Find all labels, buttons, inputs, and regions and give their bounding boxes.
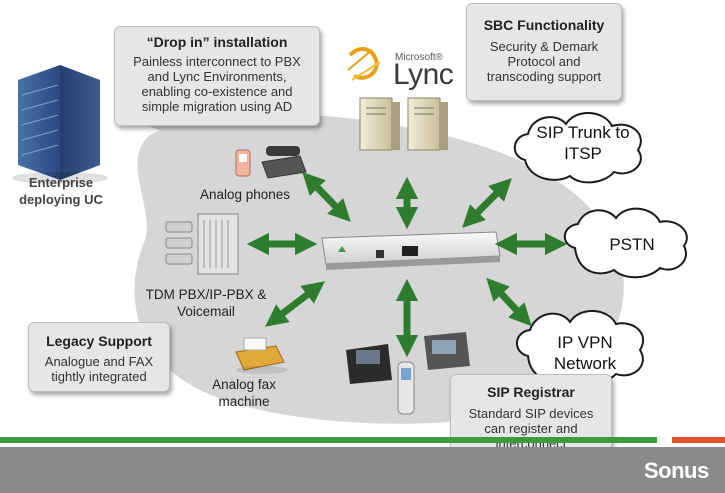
analog-phone-icon: [235, 146, 307, 179]
label-line: Enterprise: [28, 175, 94, 190]
label-line: TDM PBX/IP-PBX &: [145, 287, 267, 302]
label-line: deploying UC: [19, 192, 103, 207]
footer-stripe-green: [0, 437, 657, 443]
callout-legacy: Legacy Support Analogue and FAX tightly …: [28, 322, 170, 392]
footer-stripe-orange: [672, 437, 725, 443]
sonus-sbc-appliance: [321, 231, 501, 270]
callout-line: tightly integrated: [51, 369, 147, 384]
fax-machine-icon: [235, 337, 288, 374]
cloud-label-sip-trunk: SIP Trunk to ITSP: [526, 122, 640, 164]
arrow-analog-phones: [302, 171, 351, 223]
label-analog-phones: Analog phones: [199, 187, 291, 202]
lync-logo-icon: [347, 47, 381, 81]
callout-line: Security & Demark: [489, 39, 599, 54]
footer-bar: [0, 447, 725, 493]
cloud-label-pstn: PSTN: [580, 234, 684, 255]
label-enterprise: Enterprise deploying UC: [6, 174, 116, 208]
cloud-line: IP VPN: [557, 333, 613, 352]
pbx-rack-icon: [197, 213, 239, 275]
cloud-pstn: [563, 207, 688, 279]
label-line: Analog fax: [212, 377, 276, 392]
callout-title: Legacy Support: [46, 333, 152, 349]
label-analog-fax: Analog fax machine: [204, 376, 284, 410]
callout-line: and Lync Environments,: [147, 69, 287, 84]
callout-line: Protocol and: [507, 54, 581, 69]
label-tdm-pbx: TDM PBX/IP-PBX & Voicemail: [138, 286, 274, 320]
cloud-label-ip-vpn: IP VPN Network: [530, 332, 640, 374]
callout-line: Analogue and FAX: [44, 354, 154, 369]
cloud-sip-trunk: [513, 111, 642, 184]
callout-line: simple migration using AD: [141, 99, 293, 114]
callout-line: Painless interconnect to PBX: [133, 54, 301, 69]
label-line: Voicemail: [177, 304, 235, 319]
cloud-line: SIP Trunk to: [536, 123, 630, 142]
arrow-fax: [265, 281, 325, 327]
lync-wordmark: Lync: [393, 58, 454, 91]
callout-line: Standard SIP devices: [468, 406, 594, 421]
callout-dropin: “Drop in” installation Painless intercon…: [114, 26, 320, 126]
arrow-ip-vpn: [486, 277, 532, 327]
callout-sbc: SBC Functionality Security & Demark Prot…: [466, 3, 622, 101]
callout-line: transcoding support: [486, 69, 602, 84]
callout-registrar: SIP Registrar Standard SIP devices can r…: [450, 374, 612, 460]
callout-title: SBC Functionality: [483, 17, 605, 33]
callout-title: “Drop in” installation: [146, 34, 288, 50]
label-line: machine: [218, 394, 270, 409]
connection-arrows: [246, 171, 568, 358]
callout-line: enabling co-existence and: [141, 84, 293, 99]
callout-title: SIP Registrar: [487, 384, 575, 400]
dropin-callout-tail: [130, 118, 230, 160]
sonus-wordmark: Sonus: [644, 458, 709, 483]
desk-phone-stack-icon: [165, 221, 193, 265]
cloud-line: PSTN: [609, 235, 655, 254]
office-building-icon: [12, 65, 108, 184]
ip-phone-icon: [346, 332, 470, 415]
cloud-line: Network: [553, 354, 617, 373]
lync-server-icon: [359, 97, 448, 151]
callout-line: can register and: [484, 421, 578, 436]
cloud-line: ITSP: [564, 144, 602, 163]
arrow-sip-trunk: [462, 178, 512, 228]
microsoft-wordmark: Microsoft®: [395, 52, 443, 63]
